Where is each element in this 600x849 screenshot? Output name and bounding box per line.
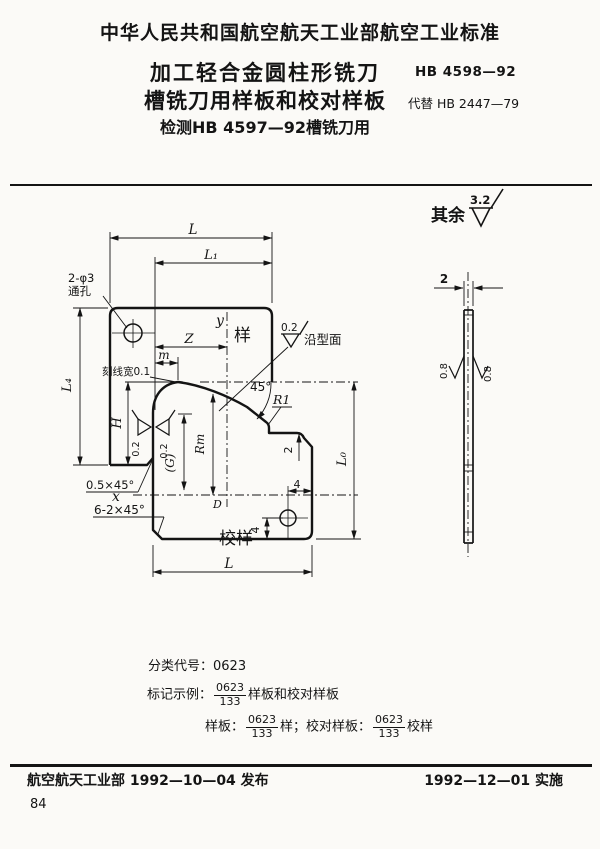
- subtitle-line: 检测HB 4597—92槽铣刀用: [160, 118, 370, 137]
- holes-note-line1: 2-φ3: [68, 271, 94, 285]
- holes-note-line2: 通孔: [68, 284, 91, 298]
- dim-Z: Z: [183, 332, 194, 347]
- mounting-hole-top: [112, 319, 155, 348]
- upper-template-outline: [108, 306, 274, 465]
- implemented-line: 1992—12—01 实施: [424, 773, 563, 789]
- fraction-denominator: 133: [219, 694, 241, 708]
- side-roughness-right-value: 0.8: [483, 366, 494, 382]
- hole-offset-y-label: 4: [249, 527, 262, 534]
- radius-R1-label: R1: [272, 392, 290, 407]
- edge-roughness-icon: [131, 409, 176, 437]
- general-roughness-note: 其余 3.2: [431, 188, 504, 228]
- profile-surface-note: 沿型面: [304, 332, 342, 347]
- side-thickness-dim: [434, 281, 503, 306]
- side-thickness-label: 2: [440, 272, 448, 286]
- marking-check-suffix: 校样: [407, 719, 434, 735]
- marking-template-suffix: 样；校对样板：: [280, 719, 372, 735]
- upper-template-bottom-edge: [110, 457, 154, 467]
- top-rule: [10, 184, 592, 186]
- side-view-plate: [463, 309, 474, 544]
- engraving-note: 刻线宽0.1: [102, 365, 150, 378]
- issued-line: 航空航天工业部 1992—10—04 发布: [27, 773, 269, 789]
- profile-roughness-value: 0.2: [281, 322, 298, 334]
- dim-L0: L₀: [335, 451, 350, 467]
- side-roughness-right-icon: [472, 355, 489, 380]
- dim-L1: L₁: [203, 248, 218, 263]
- edge-roughness-left-value: 0.2: [131, 441, 142, 456]
- dim-D-label: D: [212, 498, 222, 511]
- dim-m: m: [158, 348, 169, 362]
- notch-depth-label: 2: [282, 447, 295, 454]
- dim-G: (G): [163, 453, 177, 472]
- check-template-label: 校样: [219, 529, 253, 549]
- profile-note-leader: [218, 346, 289, 412]
- chamfer2-leader: [157, 516, 165, 535]
- r1-leader: [267, 406, 282, 426]
- engraving-note-leader: [149, 376, 177, 383]
- leader-lines: [86, 295, 292, 535]
- dim-L-bottom: L: [224, 556, 234, 572]
- qiyu-label: 其余: [431, 205, 466, 226]
- holes-note-leader: [102, 295, 128, 329]
- dim-Rm: Rm: [193, 434, 207, 455]
- general-roughness-value: 3.2: [470, 193, 490, 207]
- title-line-2: 槽铣刀用样板和校对样板: [144, 89, 386, 113]
- dim-L4: L₄: [60, 378, 75, 393]
- dim-L-top: L: [188, 222, 198, 238]
- title-line-1: 加工轻合金圆柱形铣刀: [150, 61, 380, 85]
- standard-number: HB 4598—92: [415, 64, 517, 80]
- dim-H: H: [110, 417, 125, 430]
- side-view: 2 0.8 0.8: [434, 272, 503, 557]
- template-label: 样: [234, 326, 251, 346]
- marking-example-prefix: 标记示例：: [147, 687, 213, 703]
- profile-roughness-icon: [281, 320, 309, 349]
- axis-y-label: y: [215, 313, 225, 329]
- class-code-line: 分类代号：0623: [148, 659, 247, 674]
- org-standard-line: 中华人民共和国航空航天工业部航空工业标准: [99, 22, 500, 44]
- edge-roughness-right-value: 0.2: [159, 443, 170, 458]
- dimension-lines: [73, 232, 361, 577]
- axis-x-label: x: [112, 489, 120, 505]
- replaces-note: 代替 HB 2447—79: [408, 96, 520, 111]
- side-roughness-left-value: 0.8: [439, 363, 450, 379]
- chamfer1-leader: [137, 460, 153, 493]
- mounting-hole-bottom: [266, 486, 308, 538]
- side-roughness-left-icon: [448, 355, 465, 380]
- chamfer-note-2: 6-2×45°: [94, 503, 145, 517]
- angle-45-label: 45°: [250, 380, 271, 394]
- hole-offset-x-label: 4: [294, 478, 301, 491]
- page-number: 84: [30, 797, 47, 812]
- marking-template-prefix: 样板：: [205, 719, 245, 735]
- surface-roughness-icon: [469, 188, 504, 228]
- fraction-numerator: 0623: [214, 681, 247, 696]
- marking-example-suffix: 样板和校对样板: [248, 687, 340, 703]
- chamfer-note-1: 0.5×45°: [86, 478, 134, 492]
- axes-centerlines: [133, 312, 358, 507]
- bottom-rule: [10, 764, 592, 767]
